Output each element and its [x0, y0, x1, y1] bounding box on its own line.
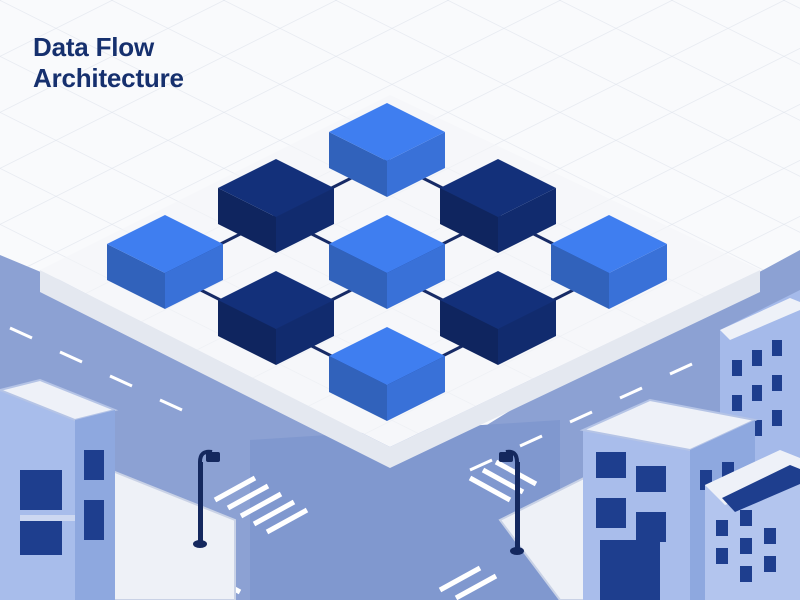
node-right-face: [165, 244, 223, 309]
street-lamp-right: [499, 449, 524, 555]
node-right-face: [387, 244, 445, 309]
diagram-node: [329, 327, 445, 421]
diagram-node: [218, 159, 334, 253]
diagram-node: [440, 159, 556, 253]
page-title: Data Flow Architecture: [33, 32, 184, 94]
node-right-face: [498, 188, 556, 253]
node-right-face: [276, 300, 334, 365]
node-left-face: [329, 244, 387, 309]
node-right-face: [276, 188, 334, 253]
diagram-node: [440, 271, 556, 365]
node-grid: [107, 103, 667, 421]
node-left-face: [551, 244, 609, 309]
node-top-face: [218, 159, 334, 217]
node-top-face: [329, 215, 445, 273]
node-right-face: [387, 132, 445, 197]
title-line-2: Architecture: [33, 63, 184, 93]
node-left-face: [218, 188, 276, 253]
diagram-node: [218, 271, 334, 365]
diagram-node: [107, 215, 223, 309]
building-left-window: [20, 470, 62, 510]
node-right-face: [387, 356, 445, 421]
diagram-node: [329, 103, 445, 197]
node-top-face: [218, 271, 334, 329]
building-left-window: [20, 520, 62, 555]
node-left-face: [329, 356, 387, 421]
node-left-face: [440, 188, 498, 253]
node-left-face: [440, 300, 498, 365]
node-left-face: [329, 132, 387, 197]
lane-markings: [9, 326, 693, 472]
node-top-face: [107, 215, 223, 273]
title-line-1: Data Flow: [33, 32, 154, 62]
crosswalk-left: [213, 475, 309, 535]
node-top-face: [440, 271, 556, 329]
node-top-face: [551, 215, 667, 273]
node-right-face: [609, 244, 667, 309]
building-left: [0, 378, 119, 600]
node-top-face: [329, 327, 445, 385]
node-right-face: [498, 300, 556, 365]
node-top-face: [440, 159, 556, 217]
building-corner: [705, 450, 800, 600]
node-left-face: [107, 244, 165, 309]
diagram-node: [329, 215, 445, 309]
node-top-face: [329, 103, 445, 161]
node-left-face: [218, 300, 276, 365]
diagram-node: [551, 215, 667, 309]
street-lamp-left: [193, 449, 220, 548]
